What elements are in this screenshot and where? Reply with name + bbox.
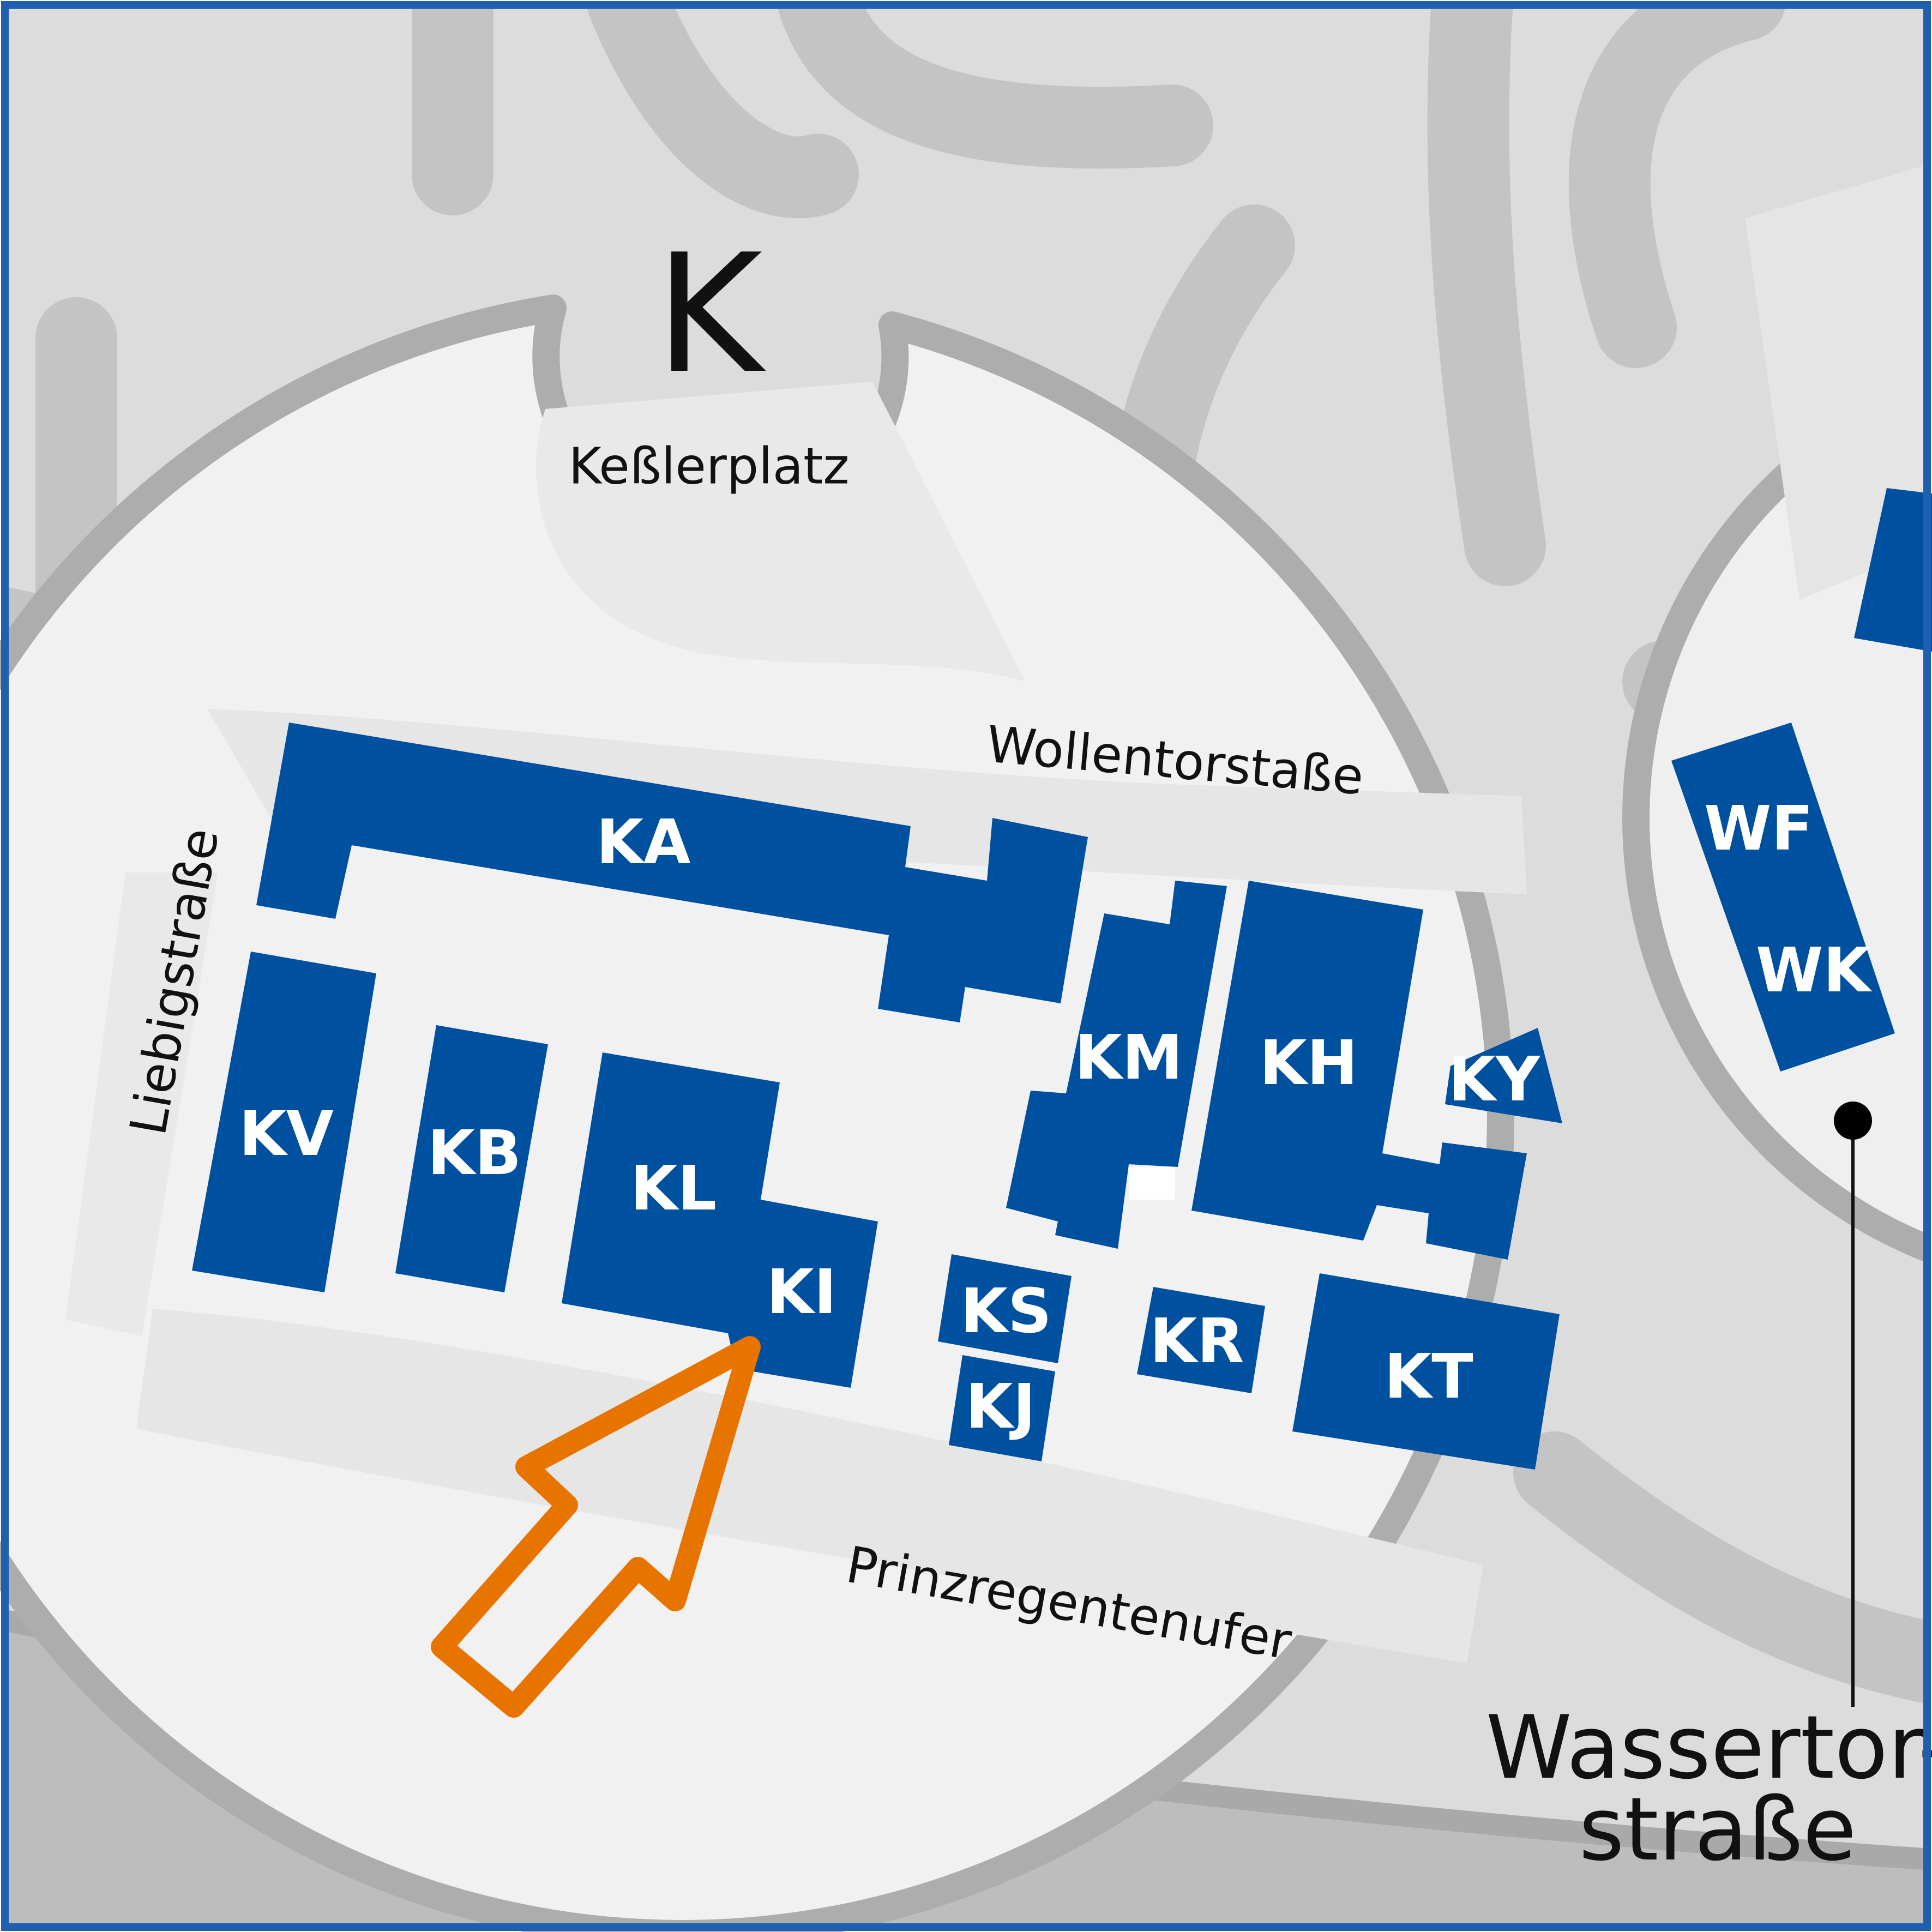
building-W-right[interactable] <box>1854 488 1932 652</box>
label-KI: KI <box>767 1257 836 1328</box>
wassertorstrasse-line1: Wassertor- <box>1486 1696 1932 1798</box>
building-KH[interactable] <box>1191 881 1527 1260</box>
building-labels: KA KV KB KL KI KM KH KY KS KJ KR KT WF W… <box>239 793 1873 1442</box>
label-KS: KS <box>960 1276 1051 1347</box>
building-KV[interactable] <box>192 952 376 1292</box>
passage <box>1129 1167 1175 1200</box>
building-KS[interactable] <box>938 1254 1072 1363</box>
label-KV: KV <box>239 1099 334 1170</box>
buildings <box>192 488 1932 1470</box>
label-KA: KA <box>596 807 691 878</box>
kesslerplatz-label: Keßlerplatz <box>569 437 850 496</box>
building-KL[interactable] <box>562 1052 878 1388</box>
building-KT[interactable] <box>1292 1273 1560 1470</box>
label-KM: KM <box>1075 1022 1183 1093</box>
label-WK: WK <box>1756 935 1873 1006</box>
building-WF-WK[interactable] <box>1671 723 1895 1072</box>
label-WF: WF <box>1704 793 1813 864</box>
k-campus-area <box>0 294 1527 1932</box>
building-KY[interactable] <box>1445 1028 1562 1123</box>
building-KR[interactable] <box>1137 1287 1265 1393</box>
building-KM[interactable] <box>1006 881 1227 1249</box>
label-KJ: KJ <box>966 1371 1036 1442</box>
label-KL: KL <box>630 1153 717 1224</box>
label-KB: KB <box>428 1118 521 1189</box>
building-KJ[interactable] <box>949 1355 1055 1461</box>
campus-letter-k: K <box>655 219 768 410</box>
building-KA[interactable] <box>256 723 1088 1022</box>
building-KB[interactable] <box>395 1025 548 1292</box>
label-KY: KY <box>1448 1044 1541 1115</box>
highlight-arrow-icon <box>431 1336 761 1718</box>
wassertorstrasse-line2: straße <box>1579 1778 1856 1880</box>
label-KT: KT <box>1384 1341 1473 1412</box>
wassertorstrasse-marker <box>1834 1102 1872 1707</box>
label-KH: KH <box>1260 1028 1358 1099</box>
label-KR: KR <box>1149 1306 1244 1377</box>
